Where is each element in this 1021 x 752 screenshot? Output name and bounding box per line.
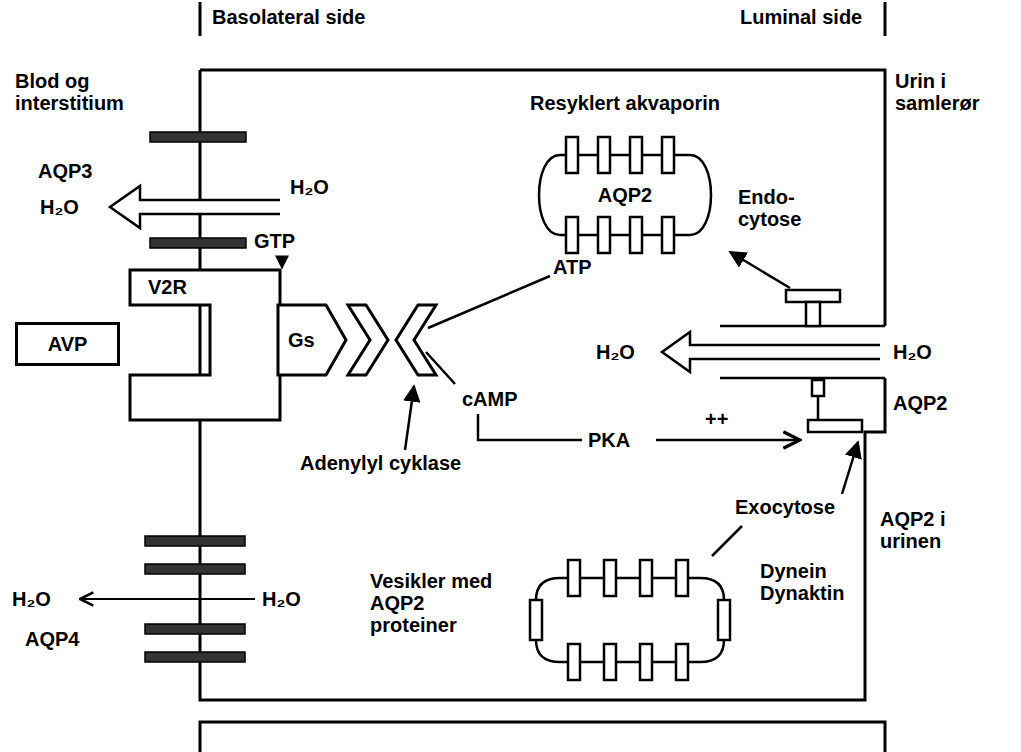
aqp2-protein	[604, 644, 616, 680]
channel-name: AQP2	[893, 392, 947, 414]
node-label: AQP2	[598, 184, 652, 206]
aqp2-membrane-protein	[808, 420, 862, 432]
node-label: AVP	[48, 333, 88, 355]
aqp3-channel-bar	[150, 132, 246, 142]
protein-label: Dynein Dynaktin	[760, 560, 870, 604]
molecule-label: H₂O	[290, 176, 329, 198]
aqp2-protein	[530, 600, 542, 640]
adenylyl-cyclase-symbol	[396, 305, 436, 375]
aqp2-protein	[598, 217, 610, 253]
leader-line	[712, 526, 742, 556]
aqp2-protein	[662, 217, 674, 253]
aqp4-channel-bar	[145, 652, 245, 662]
receptor-shape: V2R	[130, 270, 280, 420]
water-flow-arrow	[110, 186, 280, 228]
aqp2-protein	[640, 560, 652, 596]
aqp2-membrane-protein	[786, 290, 840, 302]
side-label: Basolateral side	[212, 6, 365, 28]
channel-name: AQP3	[38, 160, 92, 182]
vesicle-heading: Resyklert akvaporin	[530, 92, 720, 114]
g-protein-shape: Gs	[278, 305, 348, 375]
molecule-label: ATP	[553, 256, 592, 278]
aqp2-protein	[662, 137, 674, 173]
aqp4-channel-bar	[145, 564, 245, 574]
region-label: Urin i samlerør	[895, 70, 1005, 114]
side-bracket	[200, 2, 885, 36]
adenylyl-cyclase-symbol	[348, 305, 388, 375]
aqp2-protein	[598, 137, 610, 173]
aqp2-protein	[566, 137, 578, 173]
aqp2-membrane-protein	[812, 380, 824, 396]
next-cell-outline	[200, 722, 885, 752]
water-flow-arrow	[662, 332, 880, 372]
process-label: Exocytose	[735, 496, 835, 518]
gtp-arrow	[281, 256, 283, 268]
aqp3-channel-bar	[150, 238, 246, 248]
molecule-label: H₂O	[12, 588, 51, 610]
node-label: Gs	[288, 329, 315, 351]
ligand-box: AVP	[15, 322, 120, 366]
molecule-label: H₂O	[262, 588, 301, 610]
reaction-line	[426, 352, 455, 384]
water-flow-arrow	[80, 598, 255, 600]
aqp2-protein	[566, 217, 578, 253]
leader-arrow	[405, 386, 414, 450]
molecule-label: GTP	[254, 230, 295, 252]
channel-name: AQP4	[25, 628, 79, 650]
vesicle-shape: Vesikler med AQP2 proteiner	[520, 550, 740, 690]
side-label: Luminal side	[740, 6, 862, 28]
region-label: Blod og interstitium	[15, 70, 140, 114]
aqp2-protein	[568, 644, 580, 680]
pentagon-outline	[278, 305, 346, 375]
exocytosis-arrow	[842, 442, 858, 494]
enzyme-label: PKA	[588, 429, 630, 451]
process-label: Endo- cytose	[738, 186, 833, 230]
aqp2-protein-link	[817, 396, 820, 420]
cell-outline	[200, 70, 885, 700]
aqp2-protein	[676, 644, 688, 680]
aqp2-protein	[718, 600, 730, 640]
molecule-label: cAMP	[462, 388, 518, 410]
aqp2-protein	[568, 560, 580, 596]
vesicle-heading: Vesikler med AQP2 proteiner	[370, 570, 510, 636]
endocytosis-arrow	[730, 252, 790, 288]
vesicle-shape: Resyklert akvaporinAQP2	[530, 130, 720, 260]
aqp2-membrane-protein	[806, 302, 820, 326]
note-label: AQP2 i urinen	[880, 508, 980, 552]
effect-label: ++	[705, 408, 728, 430]
aqp4-channel-bar	[145, 536, 245, 546]
signal-line	[478, 414, 582, 440]
aqp2-protein	[630, 137, 642, 173]
receptor-outline	[130, 270, 280, 420]
pka-arrow	[656, 439, 800, 442]
enzyme-label: Adenylyl cyklase	[300, 452, 461, 474]
box-outline	[17, 324, 119, 365]
aqp2-protein	[630, 217, 642, 253]
vesicle-membrane	[536, 578, 724, 662]
node-label: V2R	[148, 276, 187, 298]
aqp2-protein	[676, 560, 688, 596]
vesicle-shape	[520, 550, 740, 690]
aqp4-channel-bar	[145, 624, 245, 634]
molecule-label: H₂O	[40, 196, 79, 218]
aqp2-protein	[640, 644, 652, 680]
molecule-label: H₂O	[893, 341, 932, 363]
reaction-line	[428, 276, 550, 328]
molecule-label: H₂O	[596, 341, 635, 363]
aqp2-protein	[604, 560, 616, 596]
